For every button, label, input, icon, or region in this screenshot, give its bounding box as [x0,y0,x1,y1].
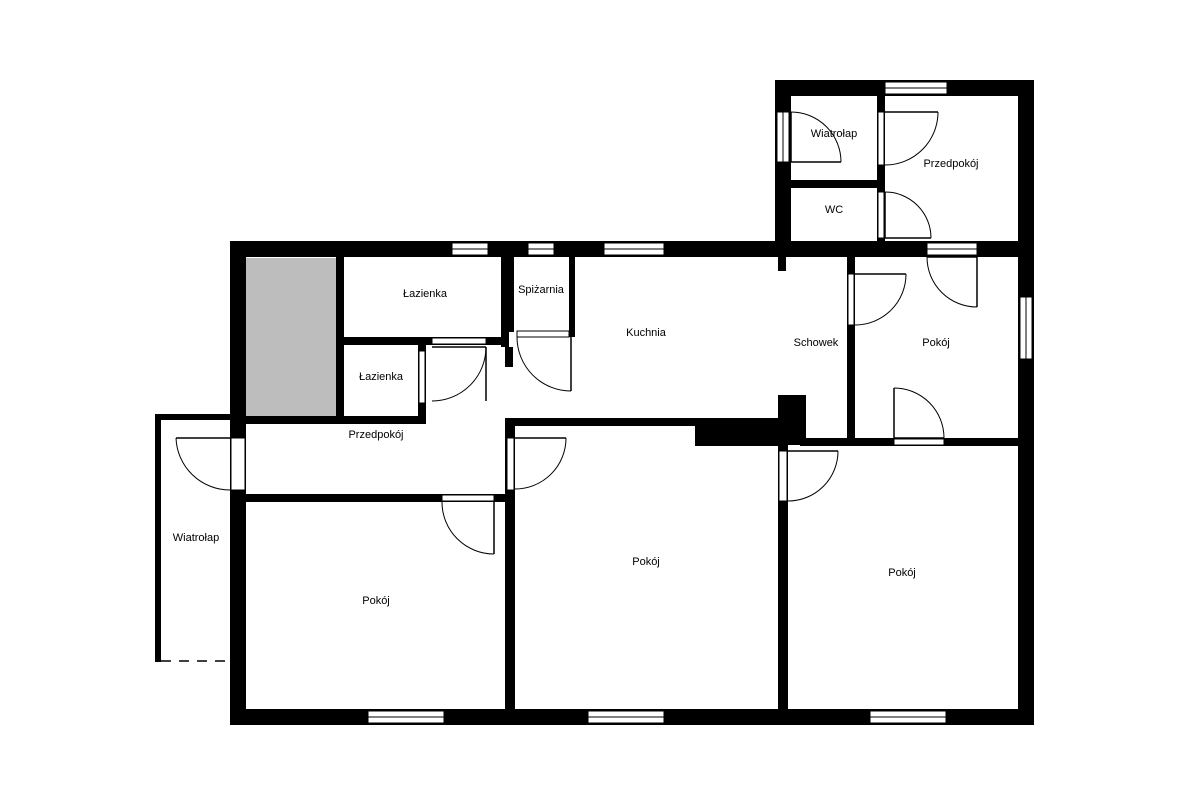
door [884,191,932,239]
room-label-pokoj-east-small: Pokój [922,337,950,349]
room-label-przedpokoj-top: Przedpokój [923,158,978,170]
room-label-schowek: Schowek [794,337,839,349]
wall [778,445,788,710]
door-frame [778,450,788,502]
wall [246,494,505,502]
wall [344,337,509,345]
door [926,256,978,308]
room-label-lazienka-2: Łazienka [359,371,404,383]
door [854,273,907,326]
door-frame [893,438,945,446]
door [790,111,842,163]
wall [778,395,806,445]
door [175,437,231,491]
windows [367,81,1033,724]
door-frame [230,437,246,491]
wall [155,414,161,662]
wall [505,347,513,367]
room-label-pokoj-center: Pokój [632,556,660,568]
door-frame [431,337,487,345]
wall [246,416,426,424]
room-label-lazienka-1: Łazienka [403,288,448,300]
door [516,336,572,392]
door [441,501,495,555]
door [893,387,945,439]
room-label-przedpokoj-main: Przedpokój [348,429,403,441]
wall [155,414,230,420]
door-frame [516,330,570,338]
wall [775,80,791,257]
room-label-wiatrolap-top: Wiatrołap [811,128,857,140]
doors [175,111,978,555]
wall [336,257,344,424]
door-frame [441,494,495,502]
room-label-spizarnia: Spiżarnia [518,284,565,296]
wall [791,180,877,188]
wall [1018,80,1034,725]
room-label-pokoj-se: Pokój [888,567,916,579]
room-label-kuchnia: Kuchnia [626,327,667,339]
door [884,111,939,166]
door-frame [506,437,515,491]
room-label-wc: WC [825,204,843,216]
wall [775,241,1034,257]
door-frame [847,273,855,326]
wall [778,257,786,271]
wall [509,257,514,332]
door-frame [418,350,426,404]
wall [515,418,780,426]
door [787,450,839,502]
wall [501,257,509,347]
wall [569,257,575,337]
door [431,346,487,402]
wall [877,96,885,241]
wall [505,418,515,710]
door-frame [877,191,885,239]
door-frame [877,111,885,166]
room-label-wiatrolap-left: Wiatrołap [173,532,219,544]
door [514,437,567,490]
wall [847,257,855,442]
room-labels: Wiatrołap Przedpokój WC Łazienka Spiżarn… [173,128,979,607]
shaded-area [246,258,336,416]
room-label-pokoj-sw: Pokój [362,595,390,607]
wall [695,418,780,446]
wall [230,241,790,257]
